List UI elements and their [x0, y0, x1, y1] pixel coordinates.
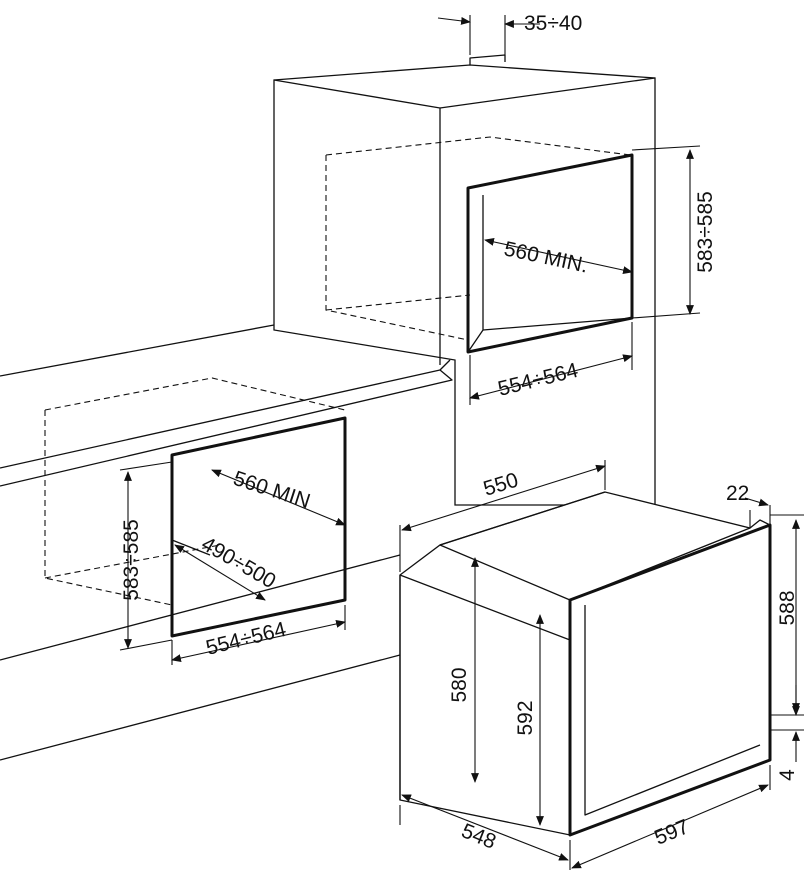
wall-niche-height-label: 583÷585 [694, 191, 717, 273]
oven-appliance [399, 491, 772, 837]
counter-niche-width-label: 554÷564 [204, 618, 289, 660]
oven-front-height-label: 592 [514, 700, 537, 735]
oven-side-height-label: 588 [776, 590, 799, 625]
oven-width-label: 597 [651, 815, 692, 849]
counter-niche-depth-label: 560 MIN [230, 467, 313, 513]
counter-niche-height-label: 583÷585 [120, 519, 143, 601]
top-gap-label: 35÷40 [524, 12, 582, 35]
oven-bottom-offset-label: 4 [776, 769, 799, 781]
oven-front-offset-label: 22 [726, 482, 749, 505]
tall-column-unit [273, 54, 656, 506]
oven-body-height-label: 580 [448, 667, 471, 702]
dimension-lines [119, 15, 804, 870]
oven-base-depth-label: 548 [458, 819, 499, 853]
countertop [0, 324, 453, 761]
